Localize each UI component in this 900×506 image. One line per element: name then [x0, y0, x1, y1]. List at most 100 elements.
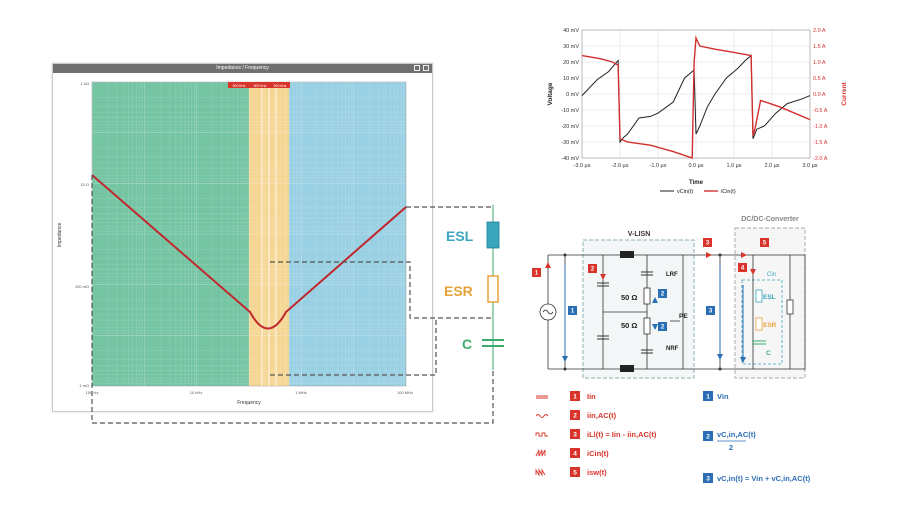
window-titlebar: Impedance / Frequency — [53, 64, 432, 73]
legend-badge-num: 3 — [573, 432, 577, 439]
lisn-resistor-top — [643, 287, 651, 305]
lisn-inductor-top — [620, 251, 634, 258]
x-tick-label: 2.0 µs — [764, 163, 779, 169]
legend-badge-num: 3 — [706, 476, 710, 483]
legend-text: iin,AC(t) — [587, 411, 617, 420]
series-icin — [581, 35, 811, 159]
esl-label: ESL — [446, 228, 474, 244]
legend-badge — [570, 448, 580, 458]
lisn-title: V-LISN — [628, 231, 651, 238]
cin-esl — [755, 289, 763, 303]
circuit-arrows — [545, 252, 756, 363]
cin-c-label: C — [766, 350, 771, 357]
esl-component — [486, 221, 500, 249]
legend-text: vC,in(t) = Vin + vC,in,AC(t) — [717, 474, 811, 483]
y-tick-1m: 1 mΩ — [79, 383, 89, 388]
connector-outer — [91, 175, 494, 424]
y2-tick-label: -2.0 A — [813, 156, 828, 162]
fraction-denominator: 2 — [729, 443, 733, 452]
impedance-grid — [91, 81, 406, 386]
x-tick-label: 0.0 µs — [688, 163, 703, 169]
x-tick-10khz: 10 kHz — [190, 390, 202, 395]
pe-label: PE — [679, 313, 688, 320]
x-tick-100mhz: 100 MHz — [397, 390, 413, 395]
y-tick-label: 30 mV — [563, 44, 579, 50]
impedance-curve — [91, 174, 407, 330]
x-tick-1mhz: 1 MHz — [295, 390, 307, 395]
ac-source-wave — [542, 309, 554, 315]
cin-esr-label: ESR — [763, 322, 777, 329]
impedance-plot: 500 kHz 500 kHz 500 kHz Impedance Freque… — [57, 81, 413, 406]
marker-label-box-2 — [250, 82, 270, 88]
y2-tick-label: -1.5 A — [813, 140, 828, 146]
legend-icon — [535, 432, 548, 437]
svg-text:2: 2 — [661, 292, 665, 298]
x-tick-label: -3.0 µs — [574, 163, 591, 169]
y-tick-label: -30 mV — [561, 140, 579, 146]
legend-text: vC,in,AC(t) — [717, 430, 756, 439]
legend-badge-num: 1 — [573, 394, 577, 401]
chart-ylabel: Voltage — [547, 82, 554, 105]
svg-text:4: 4 — [741, 266, 745, 272]
x-tick-label: -1.0 µs — [650, 163, 667, 169]
y-axis-label: Impedance — [57, 222, 63, 247]
marker-label-3: 500 kHz — [274, 84, 287, 88]
marker-label-1: 500 kHz — [233, 84, 246, 88]
y-tick-label: 0 mV — [566, 92, 579, 98]
circuit-badges: 1 2 3 4 5 1 2 2 3 — [532, 238, 769, 331]
lisn-inductor-bottom — [620, 365, 634, 372]
y-tick-label: -10 mV — [561, 108, 579, 114]
svg-text:1: 1 — [535, 271, 539, 277]
c-label: C — [462, 336, 472, 352]
y2-tick-label: 0.0 A — [813, 92, 826, 98]
legend-badge — [570, 391, 580, 401]
dashed-connectors — [91, 175, 494, 424]
legend-badge — [703, 473, 713, 483]
chart-y2label: Current — [841, 81, 848, 105]
circuit-diagram: V-LISN DC/DC-Converter — [532, 216, 806, 379]
legend-badge-num: 2 — [706, 434, 710, 441]
window-title: Impedance / Frequency — [216, 65, 269, 71]
load-resistor — [786, 299, 794, 315]
r1-label: 50 Ω — [621, 293, 637, 302]
y2-tick-label: 1.5 A — [813, 44, 826, 50]
legend-text: iLl(t) = Iin - iin,AC(t) — [587, 430, 657, 439]
maximize-button[interactable] — [423, 65, 429, 71]
dcdc-title: DC/DC-Converter — [741, 216, 799, 223]
esr-label: ESR — [444, 283, 473, 299]
x-tick-label: -2.0 µs — [612, 163, 629, 169]
lisn-box — [582, 239, 695, 379]
legend-text: isw(t) — [587, 468, 607, 477]
minimize-button[interactable] — [414, 65, 420, 71]
chart-xlabel: Time — [689, 180, 704, 186]
x-tick-label: 3.0 µs — [802, 163, 817, 169]
marker-label-box-3 — [270, 82, 290, 88]
legend-badge-num: 2 — [573, 413, 577, 420]
svg-text:3: 3 — [706, 241, 710, 247]
y2-tick-label: -0.5 A — [813, 108, 828, 114]
esr-component — [487, 275, 499, 303]
y-tick-1k: 1 kΩ — [81, 81, 89, 86]
legend-icon — [535, 468, 546, 477]
cin-esr — [755, 317, 763, 331]
component-model: ESL ESR C — [444, 205, 504, 370]
legend-badge — [703, 431, 713, 441]
y-tick-label: 40 mV — [563, 28, 579, 34]
legend-badge — [703, 391, 713, 401]
connector-esr — [270, 261, 493, 319]
y-tick-10: 10 Ω — [80, 182, 89, 187]
legend-badge — [570, 410, 580, 420]
y-tick-label: -40 mV — [561, 156, 579, 162]
time-chart-frame — [581, 29, 811, 159]
legend-badge — [570, 429, 580, 439]
svg-text:5: 5 — [763, 241, 767, 247]
legend-text: Vin — [717, 392, 729, 401]
svg-text:2: 2 — [661, 325, 665, 331]
cin-esl-label: ESL — [763, 294, 776, 301]
